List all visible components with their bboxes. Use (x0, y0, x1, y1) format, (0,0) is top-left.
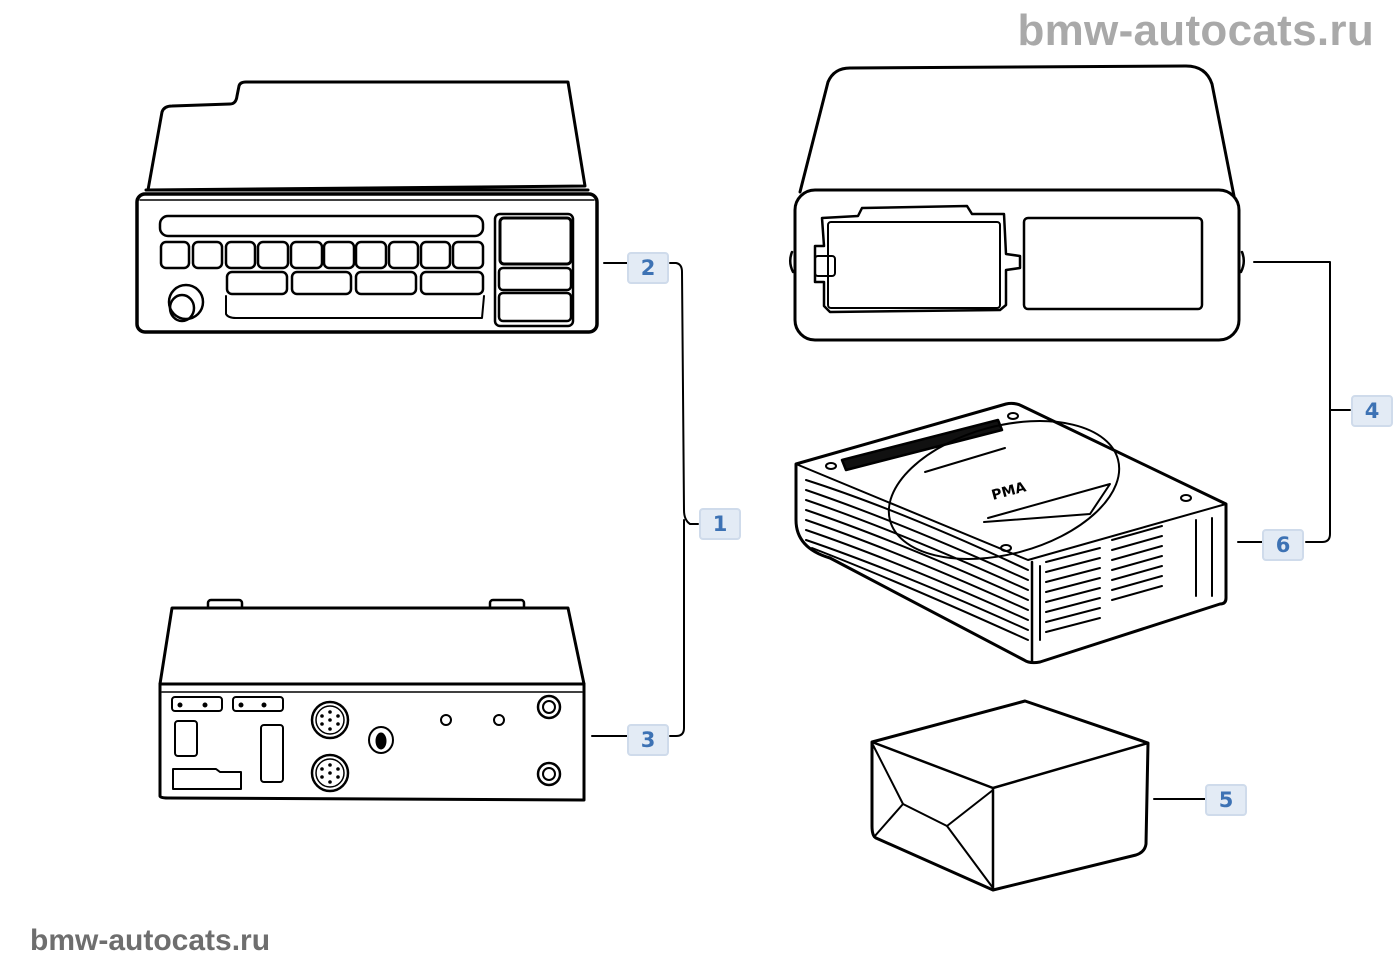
callout-5[interactable]: 5 (1205, 784, 1247, 816)
callout-4[interactable]: 4 (1351, 395, 1393, 427)
callout-3[interactable]: 3 (627, 724, 669, 756)
package-box (870, 699, 1150, 892)
end-vents (1039, 517, 1213, 641)
cd-changer-unit (789, 64, 1245, 342)
display-panel (493, 212, 575, 328)
leader-lines (591, 261, 1351, 800)
amplifier-unit: PMA (794, 401, 1228, 665)
din-connector-1 (310, 700, 350, 740)
callout-1-label: 1 (712, 512, 728, 536)
callout-5-label: 5 (1218, 788, 1234, 812)
watermark-bottom: bmw-autocats.ru (30, 924, 271, 957)
radio-rear-unit (158, 598, 586, 802)
preset-buttons (159, 240, 485, 270)
callout-2-label: 2 (640, 256, 656, 280)
callout-1[interactable]: 1 (699, 508, 741, 540)
callout-2[interactable]: 2 (627, 252, 669, 284)
watermark-top: bmw-autocats.ru (1017, 6, 1374, 55)
cooling-fins (805, 479, 1029, 641)
callout-6[interactable]: 6 (1262, 529, 1304, 561)
radio-front-unit (135, 80, 599, 334)
callout-6-label: 6 (1275, 533, 1291, 557)
function-buttons (225, 270, 485, 319)
din-connector-2 (310, 753, 350, 793)
callout-3-label: 3 (640, 728, 656, 752)
callout-4-label: 4 (1364, 399, 1380, 423)
volume-knob (167, 283, 205, 323)
